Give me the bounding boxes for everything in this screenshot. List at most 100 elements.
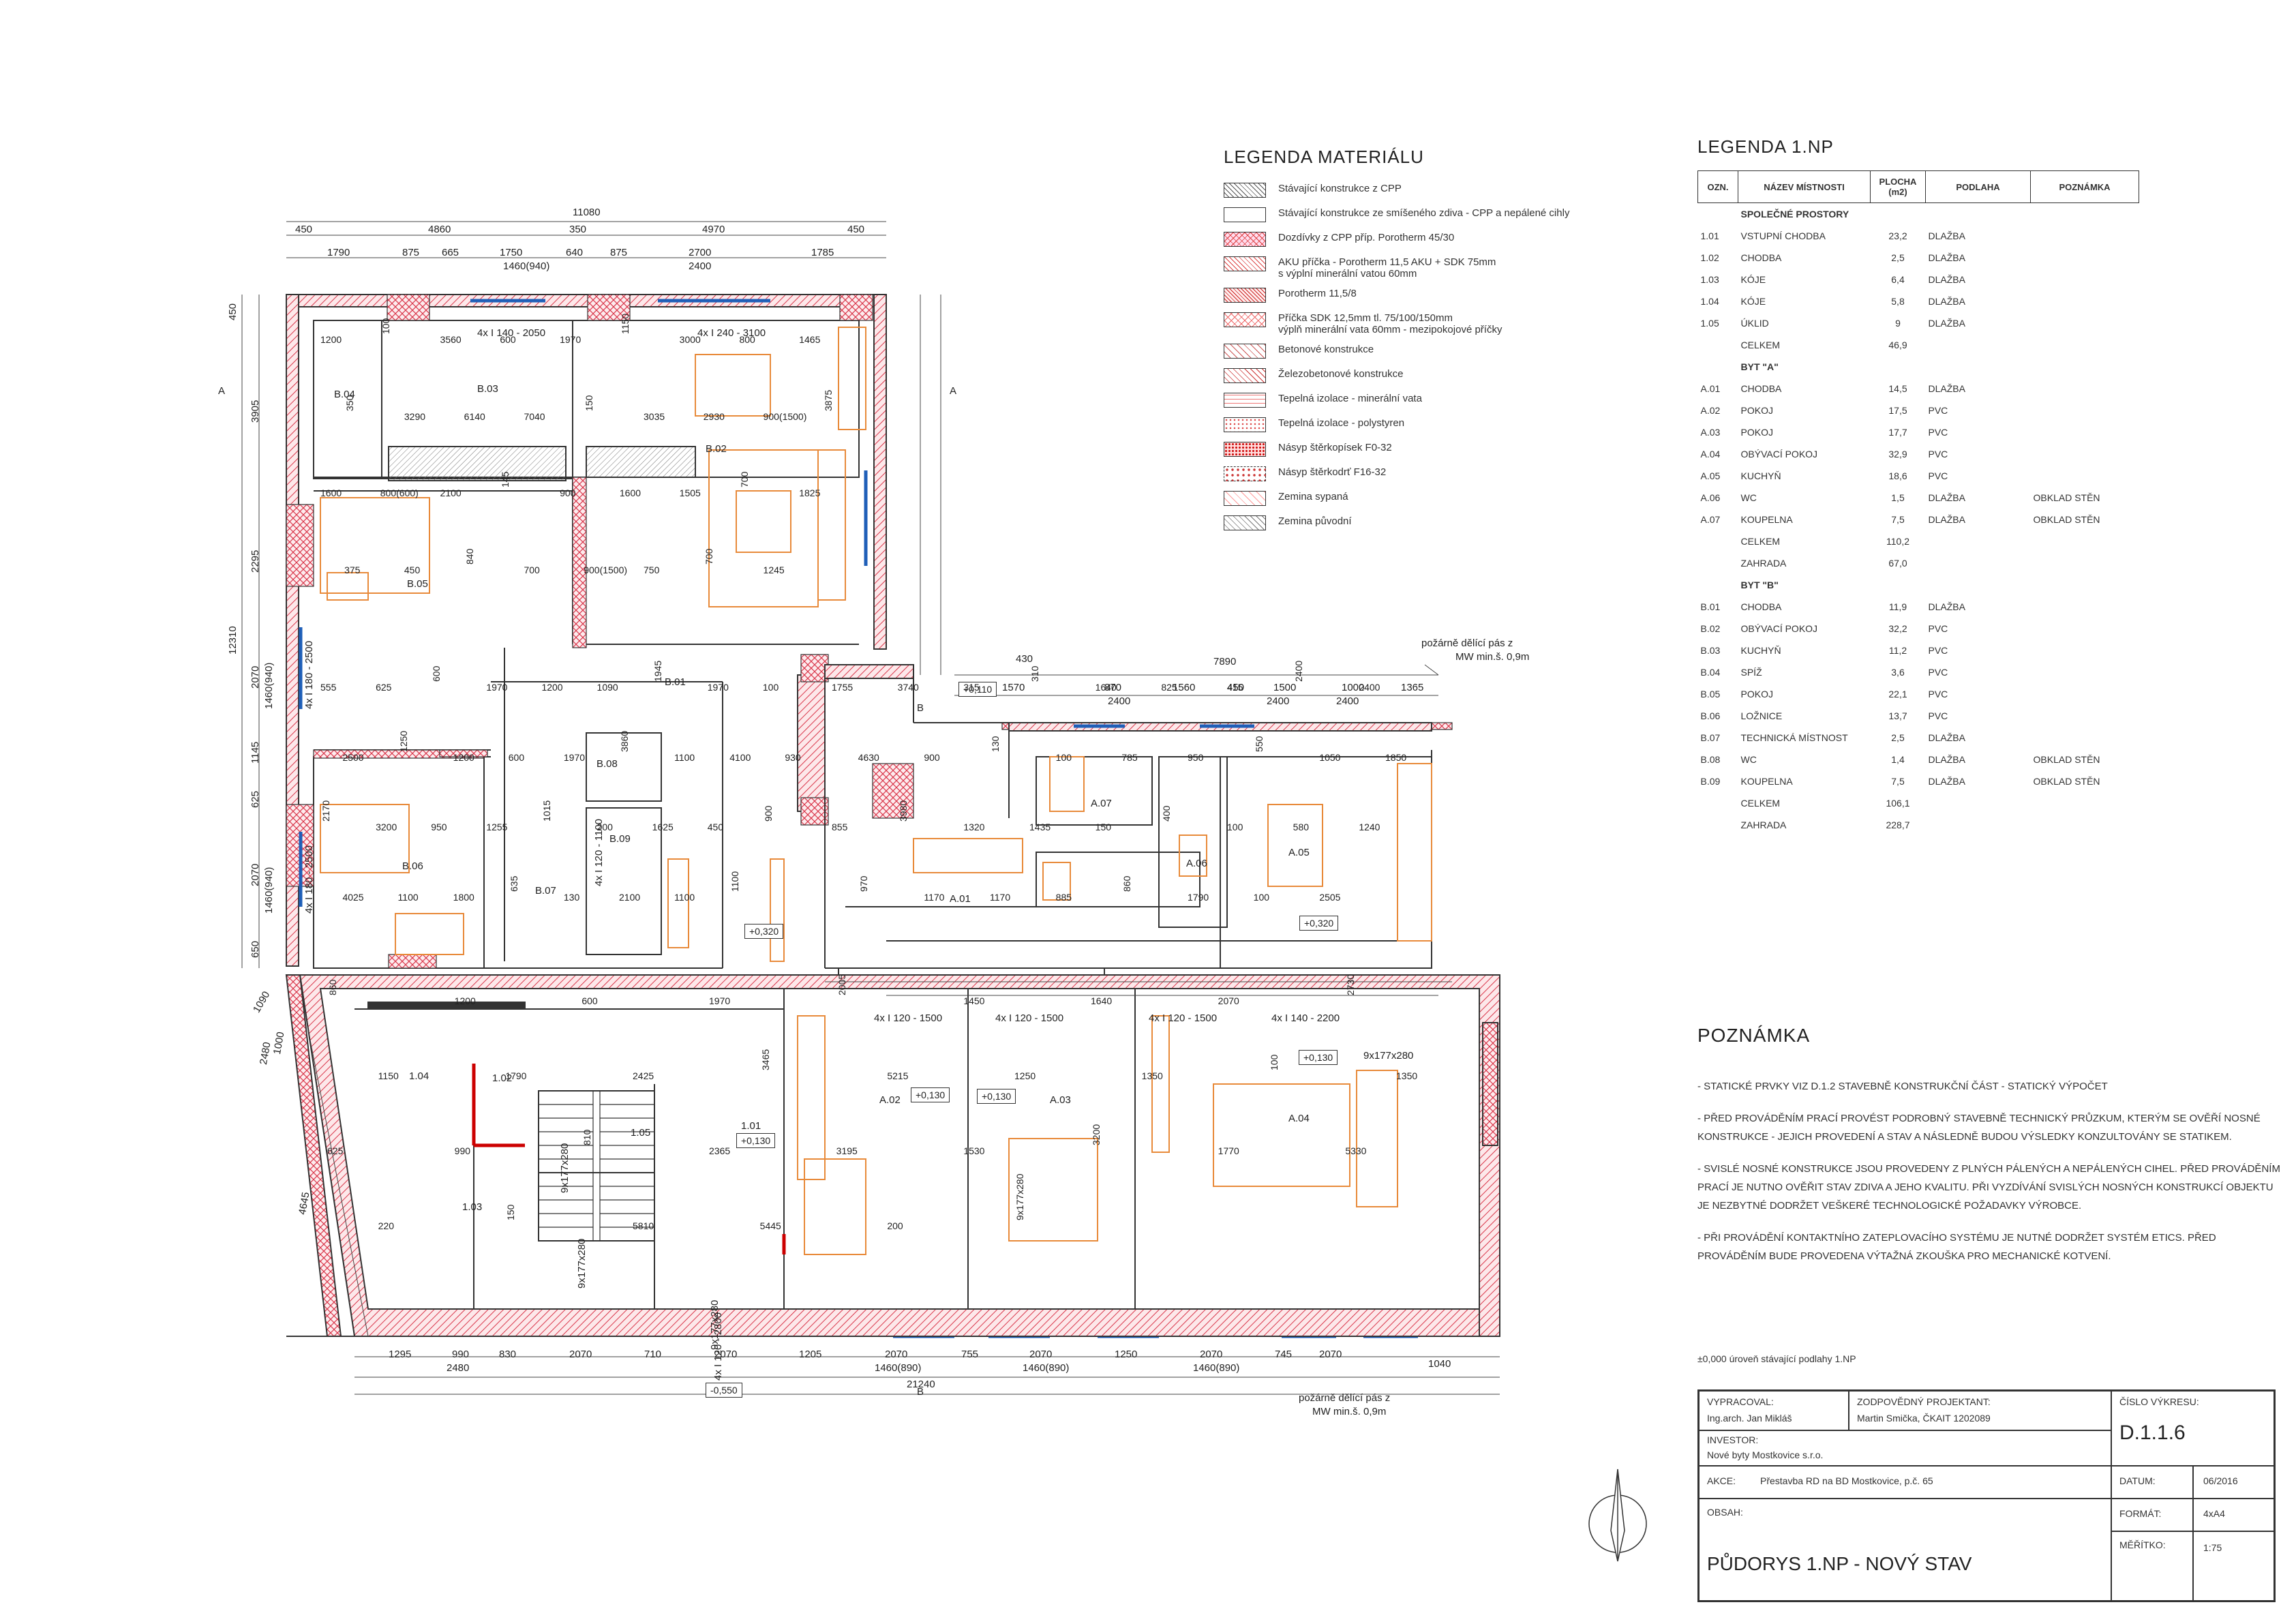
table-cell: LOŽNICE [1740,710,1783,721]
dimension: 2400 [1108,695,1131,707]
north-arrow-icon [1588,1469,1647,1562]
dimension: 1250 [1014,1070,1036,1081]
material-label-line: výplň minerální vata 60mm - mezipokojové… [1278,324,1502,335]
summary-label: ZAHRADA [1740,558,1787,569]
legend-material-item: Zemina původní [1224,515,1578,540]
dimension: 700 [703,548,714,565]
dimension: 2400 [1293,660,1304,682]
tb-cell [1849,1391,2111,1430]
dimension: 5215 [887,1070,909,1081]
stair-label: 9x177x280 [1363,1050,1414,1062]
table-cell: 9 [1895,318,1901,329]
material-label: AKU příčka - Porotherm 11,5 AKU + SDK 75… [1278,256,1496,280]
dimension: 885 [1055,891,1072,903]
summary-value: 106,1 [1886,798,1910,809]
dimension: 600 [508,751,525,763]
tb-value: 1:75 [2203,1542,2222,1553]
tb-value: Martin Smička, ČKAIT 1202089 [1857,1413,1991,1424]
table-cell: 13,7 [1888,710,1907,721]
table-cell: 1.02 [1700,252,1719,263]
dimension: 350 [344,395,356,411]
dimension: 750 [644,564,660,575]
table-cell [2031,618,2139,640]
tb-label: FORMÁT: [2119,1508,2162,1519]
dimension: 350 [569,224,587,235]
dimension: 625 [376,682,392,693]
dimension: 450 [295,224,313,235]
room-label: 1.03 [462,1201,483,1213]
dimension: 990 [454,1145,471,1156]
section-mark: A [950,385,957,397]
dimension: 900 [762,805,774,822]
dimension: 5330 [1345,1145,1367,1156]
table-cell: 5,8 [1891,296,1905,307]
table-cell [2031,400,2139,421]
room-table-header: OZN. NÁZEV MÍSTNOSTI PLOCHA (m2) PODLAHA… [1697,170,2139,203]
room-group-name: SPOLEČNÉ PROSTORY [1740,209,1849,220]
table-cell: A.04 [1700,449,1721,460]
dimension: 3035 [644,410,665,422]
summary-label: ZAHRADA [1740,819,1787,830]
room-group-name: BYT "B" [1740,580,1779,590]
level-note: ±0,000 úroveň stávající podlahy 1.NP [1697,1353,1856,1364]
dimension: 9x177x280 [1014,1173,1025,1220]
dimension: 1465 [799,334,821,345]
table-cell: PVC [1928,427,1948,438]
table-cell: A.03 [1700,427,1721,438]
legend-material-item: Tepelná izolace - polystyren [1224,417,1578,442]
header-cell: PODLAHA [1925,170,2031,203]
dimension: 200 [596,822,613,832]
table-cell: POKOJ [1740,405,1773,416]
dimension: 1435 [1029,822,1051,832]
legend-material-item: Zemina sypaná [1224,491,1578,515]
material-swatch [1224,312,1266,327]
tb-cell [1699,1499,2111,1601]
dimension: 3200 [1091,1124,1102,1145]
dimension: 950 [1188,751,1204,763]
table-cell: 2,5 [1891,732,1905,743]
material-label: Tepelná izolace - polystyren [1278,417,1404,429]
table-cell [2031,596,2139,618]
dimension: 150 [584,395,595,411]
dimension: 900 [560,487,576,498]
room-label: 1.04 [409,1070,429,1082]
lintel-label: 4x I 140 - 2050 [477,327,546,339]
table-cell [1698,552,1738,574]
dimension: 450 [404,564,421,575]
table-cell: PVC [1928,645,1948,656]
material-label: Zemina původní [1278,515,1352,527]
legend-material-item: Tepelná izolace - minerální vata [1224,393,1578,417]
material-label-line: Stávající konstrukce z CPP [1278,183,1402,194]
level-mark: +0,130 [977,1089,1016,1104]
dimension: 875 [402,247,420,258]
table-cell: PVC [1928,667,1948,678]
dimension: 1240 [1359,822,1380,832]
dimension: 860 [327,979,338,995]
tb-label: DATUM: [2119,1475,2156,1486]
dimension: 990 [452,1349,470,1360]
table-cell [2031,443,2139,465]
dimension: 1150 [619,313,631,334]
tb-cell [1699,1466,2111,1499]
dimension: 4100 [729,751,751,763]
header-cell: POZNÁMKA [2030,170,2139,203]
room-label: B.03 [477,383,498,395]
notes-title: POZNÁMKA [1697,1025,1811,1046]
table-cell: DLAŽBA [1928,776,1965,787]
note-item: - STATICKÉ PRVKY VIZ D.1.2 STAVEBNĚ KONS… [1697,1081,2108,1092]
table-cell: 6,4 [1891,274,1905,285]
room-label: B.04 [334,389,355,400]
dimension: 12310 [227,626,239,655]
material-label-line: Příčka SDK 12,5mm tl. 75/100/150mm [1278,312,1453,324]
table-cell: B.03 [1700,645,1721,656]
dimension: 755 [961,1349,979,1360]
table-cell: KÓJE [1740,296,1766,307]
dimension: 100 [1227,822,1243,832]
dimension: 2070 [569,1349,592,1360]
room-group-name: BYT "A" [1740,361,1779,372]
table-cell: B.07 [1700,732,1721,743]
level-mark: +0,110 [958,682,997,697]
